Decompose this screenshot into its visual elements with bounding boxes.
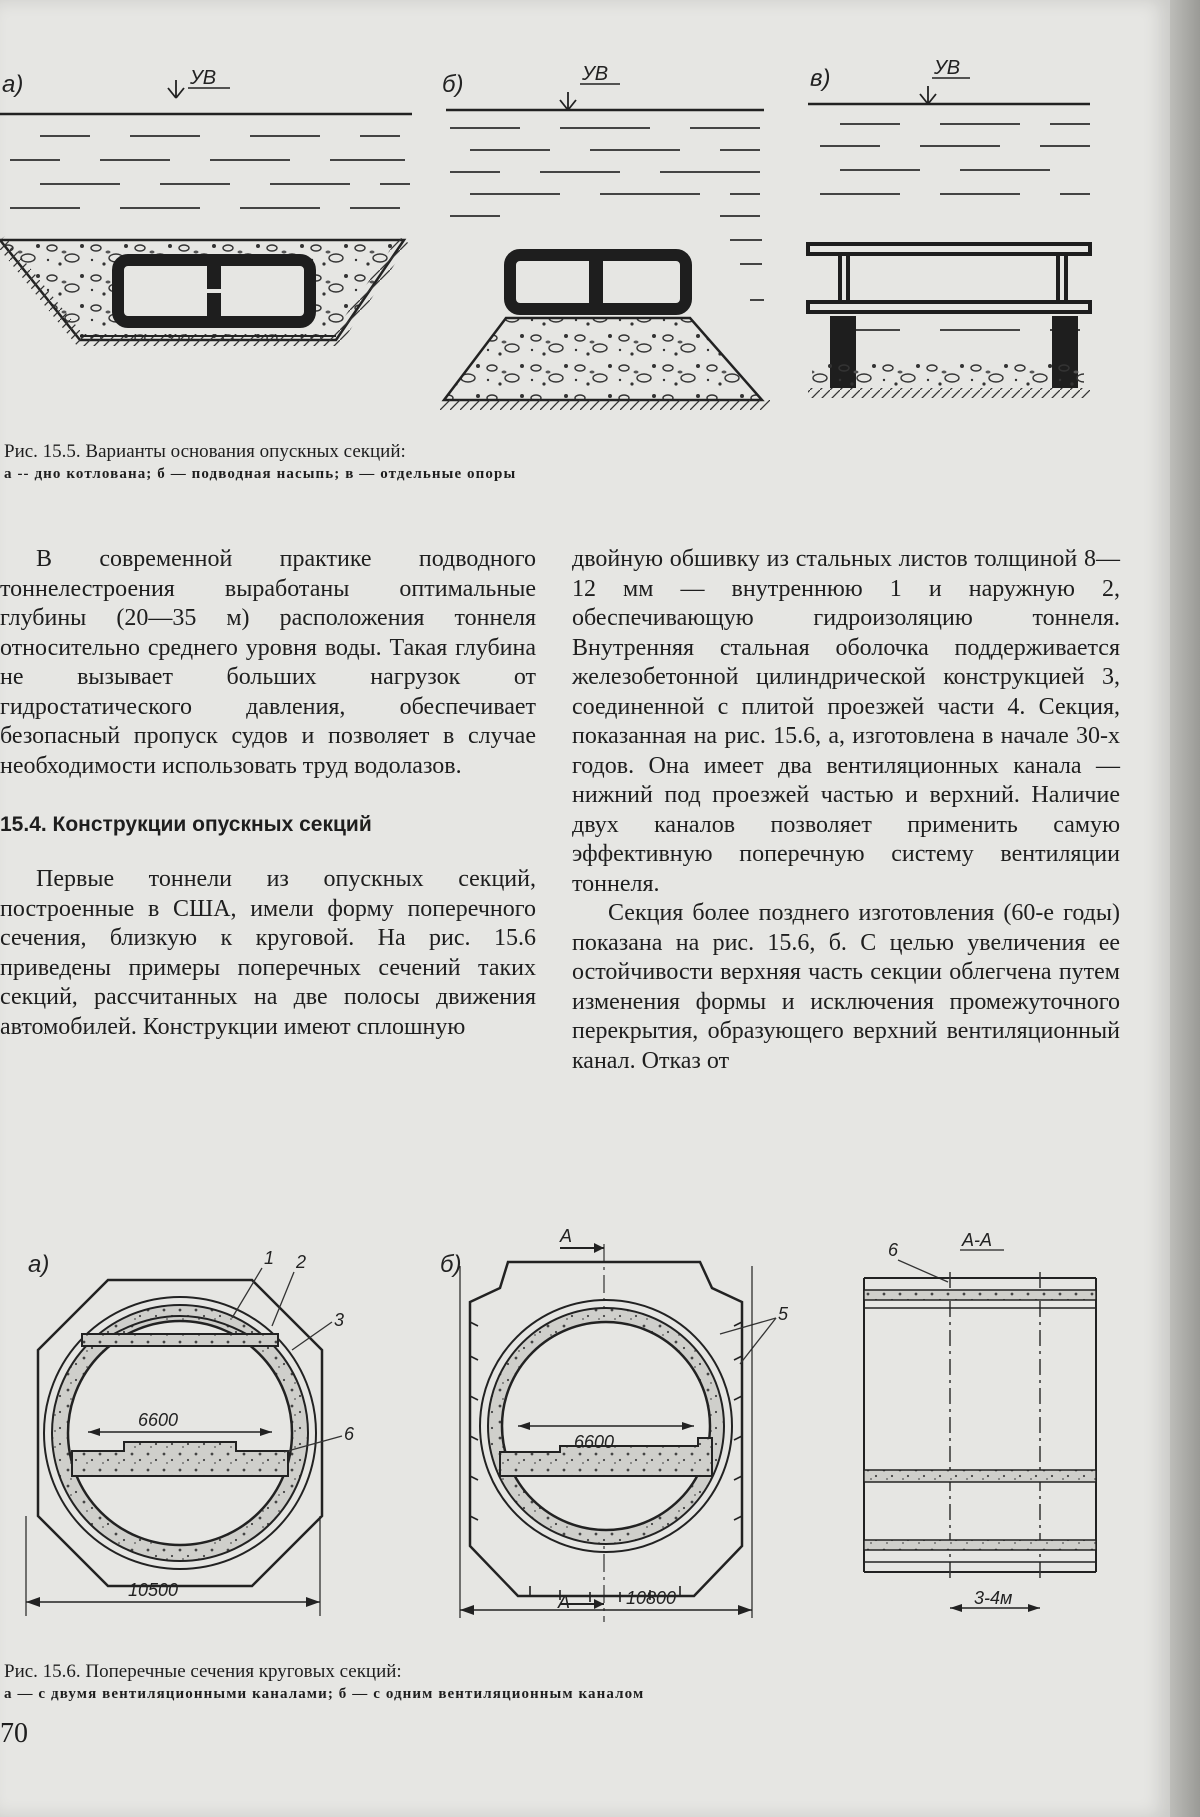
fig156-panel-a: а) 1 2 3 6 6600 10500 [25,1248,355,1616]
book-page: а) УВ б) УВ [0,0,1170,1817]
fig156-b-letter: б) [440,1251,462,1278]
figure-15-6: а) 1 2 3 6 6600 10500 [25,1226,1097,1622]
fig155-panel-b: б) УВ [440,63,770,410]
figure-15-5: а) УВ б) УВ [0,57,1092,410]
right-text-column: двойную обшивку из стальных листов толщи… [572,545,1120,1076]
fig156-c-title: А-А [961,1230,992,1250]
figure-15-6-caption-title: Рис. 15.6. Поперечные сечения круговых с… [4,1661,402,1682]
right-paragraph-2: Секция более позднего изготовления (60-е… [572,900,1120,1074]
fig155-panel-a: а) УВ [0,67,412,346]
water-level-label-b: УВ [581,63,608,85]
fig156-panel-b: б) А 5 6600 А [440,1226,789,1622]
fig156-b-inner-dim: 6600 [574,1432,614,1452]
fig156-a-inner-dim: 6600 [138,1410,178,1430]
panel-c-letter: в) [810,65,831,92]
fig156-a-callout-2: 2 [295,1252,306,1272]
fig156-a-callout-6: 6 [344,1424,355,1444]
left-paragraph-2: Первые тоннели из опускных секций, постр… [0,866,536,1040]
left-paragraph-1: В современной практике подводного тоннел… [0,546,536,779]
figure-15-6-caption-legend: а — с двумя вентиляционными каналами; б … [4,1686,645,1702]
fig156-b-section-top: А [559,1226,572,1246]
left-text-column: В современной практике подводного тоннел… [0,545,536,1042]
panel-a-letter: а) [2,71,23,98]
water-level-label-a: УВ [189,67,216,89]
figure-15-5-caption-title: Рис. 15.5. Варианты основания опускных с… [4,441,406,462]
section-heading: 15.4. Конструкции опускных секций [0,813,372,836]
fig156-b-callout-5: 5 [778,1304,789,1324]
figure-15-5-caption: Рис. 15.5. Варианты основания опускных с… [4,440,904,486]
right-paragraph-1: двойную обшивку из стальных листов толщи… [572,546,1120,897]
water-level-label-c: УВ [933,57,960,79]
fig156-panel-section-aa: А-А 6 3-4м [863,1230,1097,1612]
fig156-c-dim: 3-4м [974,1588,1012,1608]
page-number: 70 [0,1718,28,1749]
fig156-a-callout-3: 3 [334,1310,344,1330]
figure-15-6-caption: Рис. 15.6. Поперечные сечения круговых с… [4,1660,904,1706]
fig156-b-outer-dim: 10800 [626,1588,676,1608]
fig156-a-letter: а) [28,1251,49,1278]
fig155-panel-c: в) УВ [806,57,1092,398]
fig156-a-callout-1: 1 [264,1248,274,1268]
fig156-c-callout-6: 6 [888,1240,899,1260]
panel-b-letter: б) [442,71,464,98]
figure-15-5-caption-legend: а -- дно котлована; б — подводная насыпь… [4,466,517,482]
page-edge [1170,0,1200,1817]
fig156-a-outer-dim: 10500 [128,1580,178,1600]
fig156-b-section-bottom: А [557,1592,570,1612]
